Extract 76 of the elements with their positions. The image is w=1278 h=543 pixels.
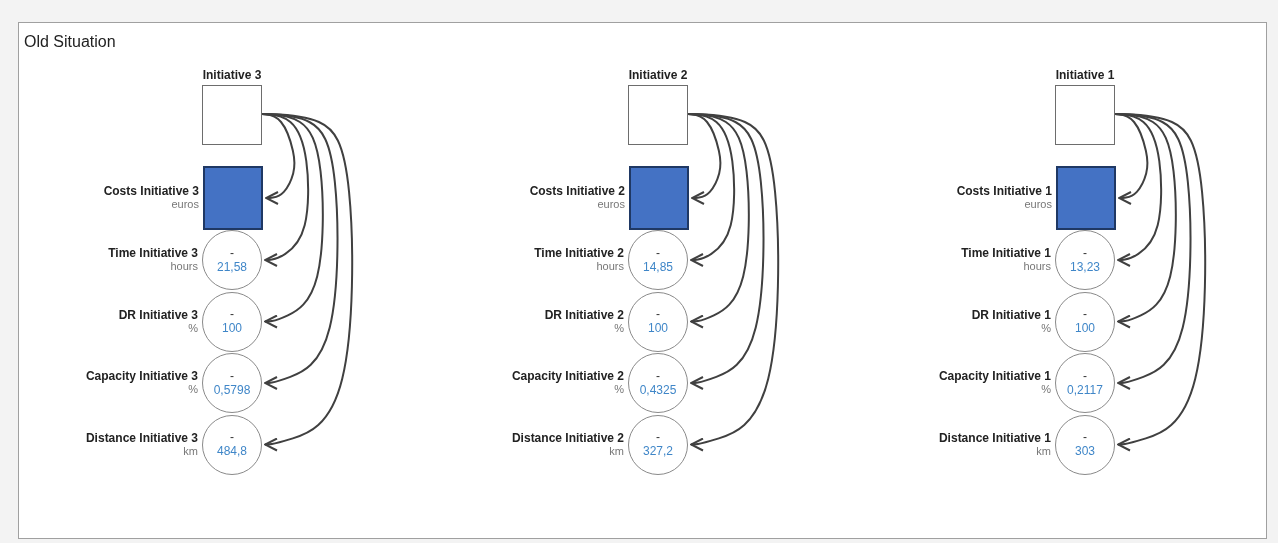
- unit-label: hours: [1022, 260, 1051, 272]
- metric-label: Costs Initiative 1: [955, 184, 1052, 198]
- metric-label: DR Initiative 3: [117, 307, 198, 322]
- value-text: 327,2: [643, 444, 673, 459]
- value-text: 0,4325: [639, 382, 677, 398]
- curved-arrow: [1114, 113, 1192, 390]
- unit-label: km: [608, 444, 624, 457]
- unit-label: %: [1040, 321, 1051, 334]
- unit-label: %: [613, 383, 624, 395]
- metric-label: Capacity Initiative 2: [510, 369, 624, 383]
- dash-text: -: [1083, 430, 1087, 444]
- unit-label: %: [1040, 383, 1051, 395]
- unit-label: %: [187, 321, 198, 334]
- dash-text: -: [656, 368, 660, 383]
- metric-label: Distance Initiative 1: [937, 430, 1051, 445]
- curved-arrow: [1114, 113, 1177, 329]
- value-circle: [628, 353, 688, 413]
- metric-label: Costs Initiative 3: [102, 184, 199, 198]
- value-text: 13,23: [1070, 259, 1100, 275]
- unit-label: euros: [170, 198, 199, 210]
- value-text: 14,85: [643, 259, 673, 275]
- dash-text: -: [230, 307, 234, 321]
- curved-arrow: [687, 113, 736, 267]
- metric-label: Time Initiative 3: [107, 246, 198, 260]
- value-text: 100: [648, 321, 668, 336]
- node-heading: Initiative 3: [201, 68, 263, 82]
- value-circle: [628, 230, 688, 290]
- value-text: 21,58: [217, 259, 247, 275]
- value-text: 484,8: [217, 444, 247, 459]
- node-heading: Initiative 2: [627, 68, 689, 82]
- value-text: 100: [1075, 321, 1095, 336]
- dash-text: -: [230, 430, 234, 444]
- value-text: 0,2117: [1067, 382, 1103, 398]
- unit-label: %: [613, 321, 624, 334]
- node-heading: Initiative 1: [1054, 68, 1116, 82]
- unit-label: km: [182, 444, 198, 457]
- dash-text: -: [1083, 368, 1087, 383]
- curved-arrow: [1114, 113, 1207, 452]
- unit-label: km: [1035, 444, 1051, 457]
- value-circle: [1055, 353, 1115, 413]
- metric-label: DR Initiative 2: [543, 307, 624, 322]
- value-text: 0,5798: [213, 382, 251, 398]
- dash-text: -: [656, 307, 660, 321]
- unit-label: euros: [1023, 198, 1052, 210]
- value-circle: [202, 230, 262, 290]
- value-text: 303: [1075, 444, 1095, 459]
- dash-text: -: [1083, 307, 1087, 321]
- dash-text: -: [1083, 245, 1087, 260]
- dash-text: -: [656, 430, 660, 444]
- panel-title: Old Situation: [24, 33, 116, 51]
- curved-arrow: [261, 113, 354, 452]
- metric-label: Costs Initiative 2: [528, 184, 625, 198]
- metric-label: Time Initiative 1: [960, 246, 1051, 260]
- metric-label: Capacity Initiative 3: [84, 369, 198, 383]
- curved-arrow: [687, 113, 750, 329]
- unit-label: hours: [169, 260, 198, 272]
- curved-arrow: [687, 113, 765, 390]
- metric-label: Capacity Initiative 1: [937, 369, 1051, 383]
- metric-label: Time Initiative 2: [533, 246, 624, 260]
- value-circle: [202, 353, 262, 413]
- metric-label: DR Initiative 1: [970, 307, 1051, 322]
- curved-arrow: [261, 113, 310, 267]
- curved-arrow: [261, 113, 339, 390]
- unit-label: %: [187, 383, 198, 395]
- unit-label: hours: [595, 260, 624, 272]
- dash-text: -: [230, 368, 234, 383]
- metric-label: Distance Initiative 3: [84, 430, 198, 445]
- value-circle: [1055, 230, 1115, 290]
- dash-text: -: [230, 245, 234, 260]
- curved-arrow: [261, 113, 324, 329]
- value-text: 100: [222, 321, 242, 336]
- dash-text: -: [656, 245, 660, 260]
- curved-arrow: [1114, 113, 1163, 267]
- unit-label: euros: [596, 198, 625, 210]
- curved-arrow: [687, 113, 780, 452]
- metric-label: Distance Initiative 2: [510, 430, 624, 445]
